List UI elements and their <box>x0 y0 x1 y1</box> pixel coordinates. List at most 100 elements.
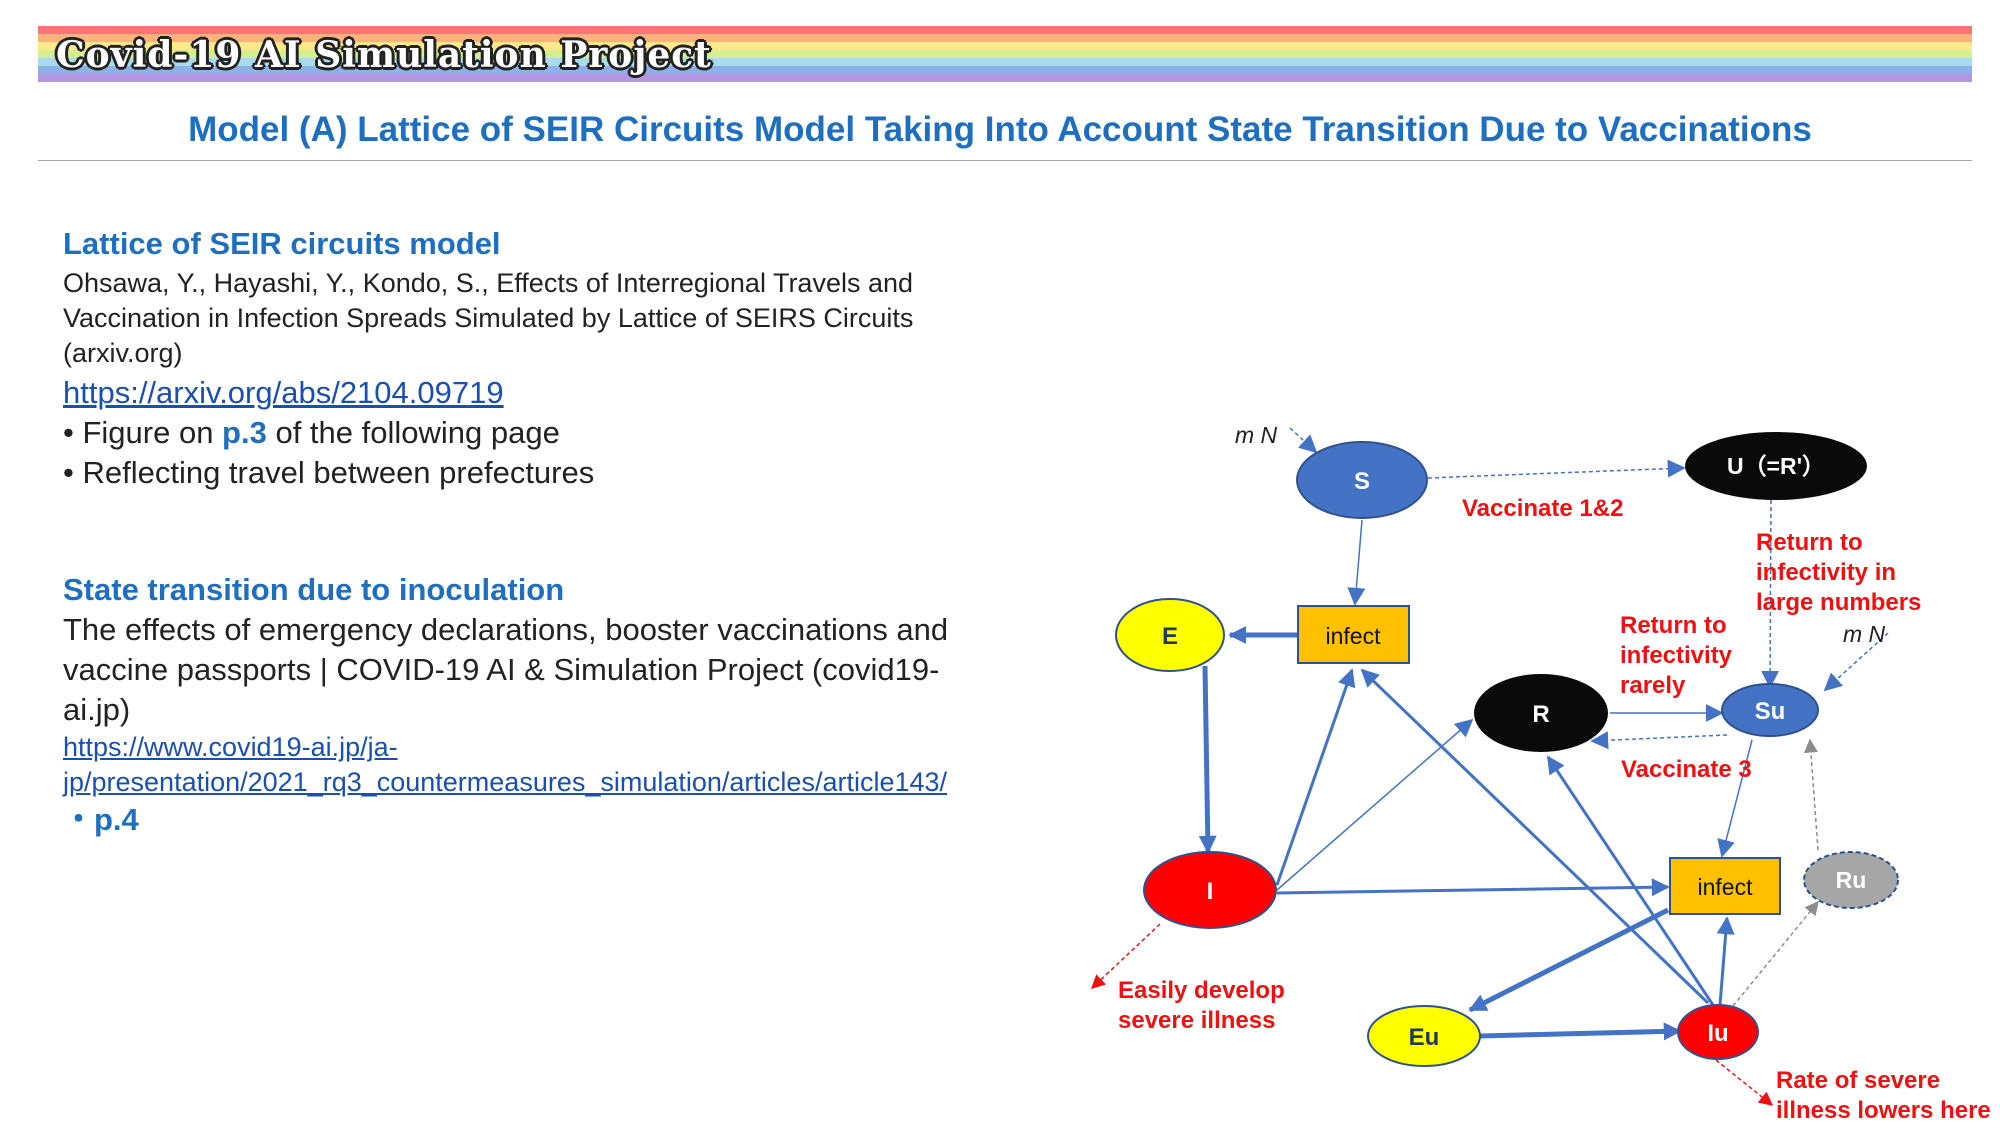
infect-top-box <box>1297 605 1410 664</box>
page-ref: p.3 <box>222 415 267 450</box>
banner-stripe <box>38 50 1972 58</box>
edge-Iu-to-Ru <box>1732 900 1819 1007</box>
edge-Ru-to-Su <box>1803 738 1819 851</box>
node-E-shape <box>1115 598 1225 672</box>
bullet-travel: • Reflecting travel between prefectures <box>63 455 595 490</box>
section-state-transition: State transition due to inoculation The … <box>63 572 1043 840</box>
label-line: Return to <box>1756 529 1863 556</box>
node-S: S <box>1296 441 1428 519</box>
label-line: rarely <box>1620 672 1686 699</box>
label-line: large numbers <box>1756 589 1921 616</box>
edge-E-to-I <box>1198 665 1217 854</box>
node-R-shape <box>1474 674 1608 752</box>
link-line[interactable]: jp/presentation/2021_rq3_countermeasures… <box>63 767 948 797</box>
banner-stripe <box>38 42 1972 50</box>
severe-easy-label: Easily develop severe illness <box>1118 977 1285 1034</box>
edge-Iu-to-R <box>1546 755 1715 1006</box>
reference-line: Ohsawa, Y., Hayashi, Y., Kondo, S., Effe… <box>63 268 914 298</box>
node-S-label: S <box>1354 468 1370 495</box>
banner-stripe <box>38 66 1972 74</box>
article-title: The effects of emergency declarations, b… <box>63 610 1043 730</box>
label-line: Return to <box>1620 612 1727 639</box>
edge-Su-to-R <box>1590 731 1728 750</box>
page-title: Model (A) Lattice of SEIR Circuits Model… <box>188 110 1812 149</box>
label-line: severe illness <box>1118 1007 1275 1034</box>
edge-mN-to-Su <box>1823 632 1889 692</box>
article-line: The effects of emergency declarations, b… <box>63 612 949 647</box>
diagram-edges <box>1198 427 1889 1041</box>
node-infect-top: infect <box>1297 605 1410 664</box>
node-E: E <box>1115 598 1225 672</box>
banner-title: Covid-19 AI Simulation Project <box>56 34 712 76</box>
node-R-label: R <box>1532 701 1549 728</box>
return-rare-label: Return to infectivity rarely <box>1620 612 1733 699</box>
article-line: vaccine passports | COVID-19 AI & Simula… <box>63 652 940 687</box>
return-large-label: Return to infectivity in large numbers <box>1756 529 1921 616</box>
arxiv-link[interactable]: https://arxiv.org/abs/2104.09719 <box>63 375 504 410</box>
label-line: infectivity <box>1620 642 1733 669</box>
page-note: ・p.4 <box>63 802 139 837</box>
node-infect-bottom: infect <box>1669 857 1781 915</box>
node-Ru-shape <box>1803 851 1899 909</box>
vaccinate-3-label: Vaccinate 3 <box>1621 756 1752 783</box>
vaccinate-1-2-label: Vaccinate 1&2 <box>1462 495 1623 522</box>
node-Eu-shape <box>1367 1005 1481 1067</box>
infect-top-label: infect <box>1326 623 1382 649</box>
label-line: Easily develop <box>1118 977 1285 1004</box>
node-I: I <box>1143 851 1277 929</box>
bullet-text: • Figure on <box>63 415 223 450</box>
label-line: Rate of severe <box>1776 1067 1940 1094</box>
edge-Su-to-infect <box>1717 739 1753 858</box>
node-Iu-shape <box>1677 1004 1759 1060</box>
edge-I-to-R <box>1276 718 1474 891</box>
mN-label-top: m N <box>1235 422 1278 448</box>
edge-I-to-infect-top <box>1275 668 1356 886</box>
node-Ru: Ru <box>1803 851 1899 909</box>
label-line: infectivity in <box>1756 559 1896 586</box>
edge-Iu-to-infect-top <box>1360 668 1710 1005</box>
edge-I-to-severe <box>1090 923 1161 989</box>
article-link[interactable]: https://www.covid19-ai.jp/ja- jp/present… <box>63 730 1043 800</box>
node-Iu: Iu <box>1677 1004 1759 1060</box>
banner-stripe <box>38 74 1972 82</box>
gray-edges <box>1732 738 1819 1007</box>
node-Su-label: Su <box>1755 698 1786 725</box>
banner-stripe <box>38 58 1972 66</box>
article-line: ai.jp) <box>63 692 131 727</box>
edge-S-to-infect <box>1347 519 1366 606</box>
node-Ru-label: Ru <box>1836 867 1867 893</box>
section-heading: State transition due to inoculation <box>63 572 565 607</box>
node-R: R <box>1474 674 1608 752</box>
header-banner: Covid-19 AI Simulation Project <box>38 26 1972 90</box>
label-line: illness lowers here <box>1776 1097 1991 1124</box>
edge-Iu-to-severe <box>1715 1059 1774 1106</box>
section-heading: Lattice of SEIR circuits model <box>63 226 501 261</box>
node-Su: Su <box>1721 683 1819 737</box>
node-Iu-label: Iu <box>1707 1020 1728 1047</box>
infect-bottom-label: infect <box>1698 874 1754 900</box>
node-S-shape <box>1296 441 1428 519</box>
edge-I-to-infect-bottom <box>1276 878 1670 897</box>
reference-line: Vaccination in Infection Spreads Simulat… <box>63 303 914 333</box>
red-edges <box>1090 923 1774 1106</box>
edge-Iu-to-infect <box>1716 916 1735 1006</box>
node-I-label: I <box>1207 878 1214 905</box>
banner-stripe <box>38 34 1972 42</box>
infect-bottom-box <box>1669 857 1781 915</box>
reference-line: (arxiv.org) <box>63 338 183 368</box>
node-E-label: E <box>1162 623 1178 650</box>
bullet-figure: • Figure on p.3 of the following page <box>63 413 1043 453</box>
link-line[interactable]: https://www.covid19-ai.jp/ja- <box>63 732 398 762</box>
edge-U-to-Su <box>1761 499 1780 689</box>
title-divider <box>38 160 1972 161</box>
edge-S-to-U <box>1427 459 1686 479</box>
node-U-shape <box>1685 432 1867 500</box>
node-Eu-label: Eu <box>1409 1024 1440 1051</box>
reference-text: Ohsawa, Y., Hayashi, Y., Kondo, S., Effe… <box>63 266 1043 371</box>
edge-mN-to-S <box>1289 427 1318 454</box>
section-lattice-model: Lattice of SEIR circuits model Ohsawa, Y… <box>63 226 1043 493</box>
node-I-shape <box>1143 851 1277 929</box>
node-Su-shape <box>1721 683 1819 737</box>
edge-Eu-to-Iu <box>1479 1022 1682 1041</box>
